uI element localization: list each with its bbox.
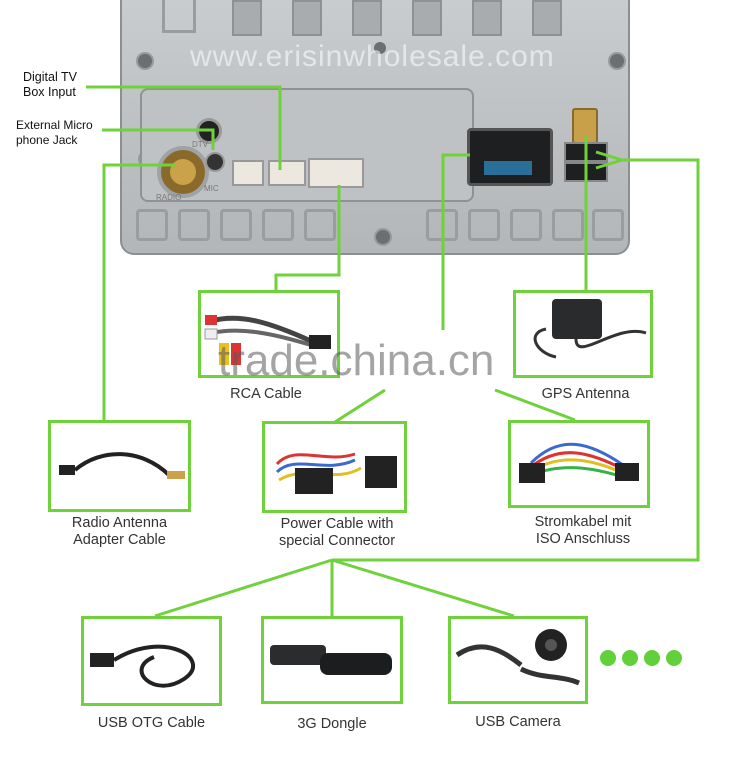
- socket-small-2: [268, 160, 306, 186]
- label-usb-otg-cable: USB OTG Cable: [97, 715, 206, 731]
- dongle-icon: [270, 645, 392, 675]
- label-power-cable: Power Cable with special Connector: [278, 516, 396, 549]
- label-3g-dongle: 3G Dongle: [297, 716, 367, 732]
- label-radio-antenna-adapter: Radio Antenna Adapter Cable: [71, 515, 168, 548]
- gps-antenna-icon: [533, 299, 647, 359]
- watermark-top: www.erisinwholesale.com: [190, 40, 555, 73]
- iso-cable-icon: [519, 442, 639, 483]
- radio-antenna-jack: [157, 146, 209, 198]
- camera-icon: [455, 629, 581, 686]
- iso-connector: [467, 128, 553, 186]
- dtv-port-label: DTV: [192, 140, 208, 149]
- head-unit-back-panel: RADIO DTV MIC: [120, 0, 630, 255]
- accessory-gps-antenna: [513, 290, 653, 378]
- mic-jack: [205, 152, 225, 172]
- socket-rca: [308, 158, 364, 188]
- screw-icon: [608, 52, 626, 70]
- antenna-adapter-icon: [59, 452, 185, 479]
- mic-port-label: MIC: [204, 184, 219, 193]
- socket-small-1: [232, 160, 264, 186]
- more-dots-icon: [600, 650, 688, 671]
- screw-icon: [136, 52, 154, 70]
- top-vents: [162, 0, 592, 38]
- callout-mic: External Micro phone Jack: [16, 118, 93, 147]
- accessory-usb-camera: [448, 616, 588, 704]
- label-iso-cable: Stromkabel mit ISO Anschluss: [534, 514, 632, 547]
- accessory-rca-cable: [198, 290, 340, 378]
- accessory-iso-cable: [508, 420, 650, 508]
- accessory-radio-antenna-adapter: [48, 420, 191, 512]
- accessory-power-cable: [262, 421, 407, 513]
- callout-digital-tv: Digital TV Box Input: [23, 70, 77, 99]
- label-rca-cable: RCA Cable: [230, 386, 302, 402]
- usb-otg-cable-icon: [90, 644, 195, 688]
- power-cable-icon: [275, 452, 397, 494]
- accessory-usb-otg-cable: [81, 616, 222, 706]
- label-usb-camera: USB Camera: [475, 714, 561, 730]
- accessory-3g-dongle: [261, 616, 403, 704]
- rca-cable-icon: [204, 315, 331, 365]
- label-gps-antenna: GPS Antenna: [541, 386, 630, 402]
- screw-icon: [374, 42, 386, 54]
- screw-icon: [374, 228, 392, 246]
- watermark-center: trade.china.cn: [218, 336, 495, 385]
- radio-port-label: RADIO: [156, 193, 182, 202]
